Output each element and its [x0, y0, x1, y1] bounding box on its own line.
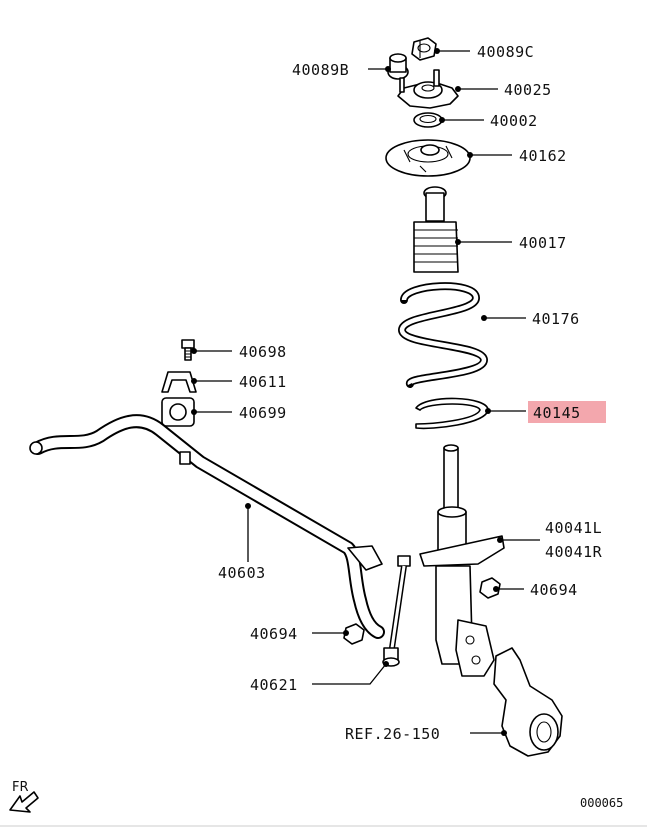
label-40041l[interactable]: 40041L	[545, 519, 602, 537]
leader-40621	[312, 661, 389, 685]
leader-40089c	[434, 48, 470, 54]
leader-40017	[455, 239, 512, 245]
part-40698-bolt[interactable]	[181, 339, 195, 361]
part-40694-nut-left[interactable]	[343, 623, 365, 645]
leader-40041	[497, 537, 540, 543]
label-40002[interactable]: 40002	[490, 112, 538, 130]
label-40699[interactable]: 40699	[239, 404, 287, 422]
part-strut-assembly[interactable]	[419, 444, 505, 677]
leader-40176	[481, 315, 526, 321]
part-40145-spring-pad[interactable]	[415, 397, 489, 430]
fr-direction-label: FR	[12, 780, 29, 795]
leader-40002	[439, 117, 484, 123]
leader-40699	[191, 409, 232, 415]
leader-40145	[485, 408, 526, 414]
label-40162[interactable]: 40162	[519, 147, 567, 165]
label-40025[interactable]: 40025	[504, 81, 552, 99]
label-40041r[interactable]: 40041R	[545, 543, 603, 561]
label-40611[interactable]: 40611	[239, 373, 287, 391]
fr-arrow-icon	[9, 791, 39, 813]
part-40176-coil-spring[interactable]	[398, 282, 488, 388]
label-ref-26-150[interactable]: REF.26-150	[345, 725, 440, 743]
label-40603[interactable]: 40603	[218, 564, 266, 582]
part-40699-bushing[interactable]	[161, 397, 195, 427]
part-steering-knuckle[interactable]	[493, 647, 563, 757]
leader-40611	[191, 378, 232, 384]
label-40017[interactable]: 40017	[519, 234, 567, 252]
part-40089c-nut[interactable]	[411, 37, 437, 61]
part-40002-bearing[interactable]	[413, 112, 443, 128]
label-40176[interactable]: 40176	[532, 310, 580, 328]
label-40089c[interactable]: 40089C	[477, 43, 534, 61]
leader-40025	[455, 86, 498, 92]
part-40162-spring-seat[interactable]	[385, 139, 471, 177]
part-40603-stabilizer-bar[interactable]	[29, 414, 385, 639]
part-40621-stabilizer-link[interactable]	[382, 555, 411, 667]
leader-40694-left	[312, 630, 349, 636]
leader-ref	[470, 730, 507, 736]
leader-40694-right	[493, 586, 524, 592]
leader-40089b	[368, 66, 391, 72]
part-40017-dust-boot[interactable]	[413, 186, 459, 273]
leader-40603	[245, 503, 251, 562]
part-40611-bracket[interactable]	[161, 371, 197, 393]
leader-40162	[467, 152, 512, 158]
diagram-code: 000065	[580, 796, 623, 810]
label-40145[interactable]: 40145	[533, 404, 581, 422]
label-40694-right[interactable]: 40694	[530, 581, 578, 599]
leader-40698	[191, 348, 232, 354]
part-40089b-nut[interactable]	[387, 53, 409, 80]
label-40694-left[interactable]: 40694	[250, 625, 298, 643]
label-40621[interactable]: 40621	[250, 676, 298, 694]
label-40698[interactable]: 40698	[239, 343, 287, 361]
part-40025-strut-mount[interactable]	[397, 69, 459, 109]
part-40694-nut-right[interactable]	[479, 577, 501, 599]
label-40089b[interactable]: 40089B	[292, 61, 349, 79]
highlight-40145	[528, 401, 606, 423]
